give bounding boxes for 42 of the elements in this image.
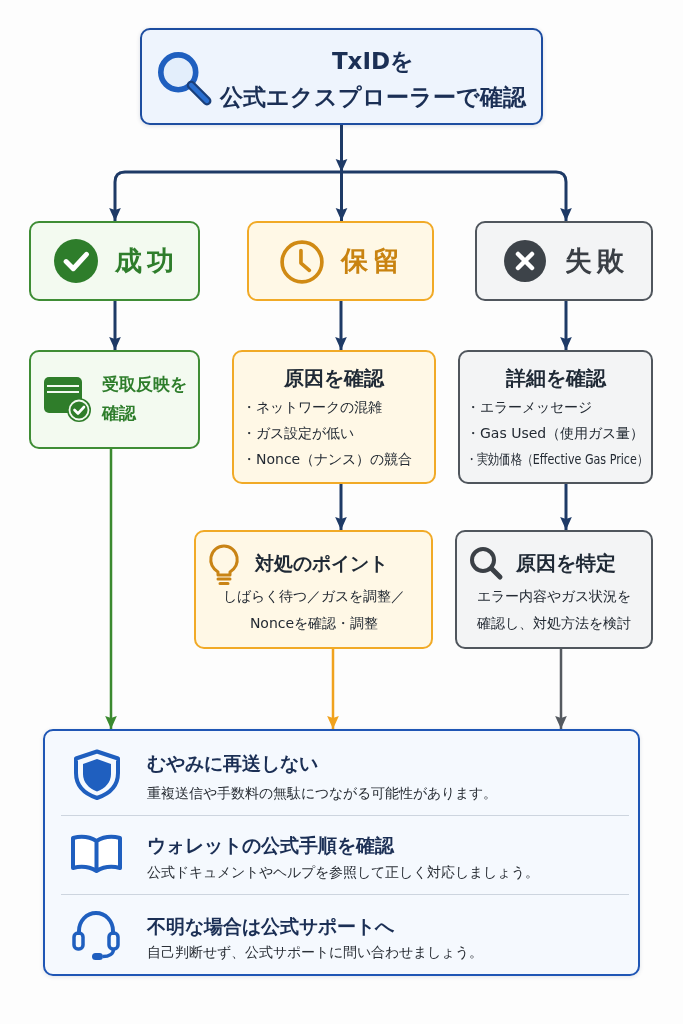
process-box [140, 28, 543, 125]
bullet-item: ・ネットワークの混雑 [242, 398, 382, 417]
status-box [475, 221, 653, 301]
bullet-item: ・エラーメッセージ [466, 398, 592, 417]
arrow [555, 649, 567, 729]
tip-heading: ウォレットの公式手順を確認 [147, 832, 394, 858]
description-text: しばらく待つ／ガスを調整／Nonceを確認・調整 [222, 587, 406, 633]
section-heading: 詳細を確認 [505, 365, 606, 392]
status-label: 保留 [341, 244, 405, 278]
tip-heading: 不明な場合は公式サポートへ [147, 913, 394, 939]
arrow [327, 649, 339, 729]
tip-text: 自己判断せず、公式サポートに問い合わせましょう。 [147, 942, 483, 962]
section-heading: 原因を特定 [516, 550, 616, 577]
status-box [247, 221, 434, 301]
process-box [29, 350, 200, 449]
tips-panel [43, 729, 640, 976]
bullet-item: ・実効価格（Effective Gas Price） [466, 450, 648, 469]
section-heading: 原因を確認 [284, 365, 384, 392]
tip-heading: むやみに再送しない [147, 750, 318, 776]
bullet-item: ・Nonce（ナンス）の競合 [242, 450, 413, 469]
arrow [335, 484, 347, 530]
process-box [194, 530, 433, 649]
tip-text: 重複送信や手数料の無駄につながる可能性があります。 [147, 783, 497, 803]
step-text: 受取反映を確認 [102, 373, 188, 425]
bullet-item: ・Gas Used（使用ガス量） [466, 424, 645, 443]
tip-text: 公式ドキュメントやヘルプを参照して正しく対応しましょう。 [147, 862, 539, 882]
arrow [335, 301, 347, 350]
section-heading: 対処のポイント [255, 551, 388, 576]
arrow [560, 301, 572, 350]
process-box [458, 350, 653, 484]
step-title: TxIDを公式エクスプローラーで確認 [220, 47, 526, 112]
arrow [340, 125, 572, 221]
status-box [29, 221, 200, 301]
description-text: エラー内容やガス状況を確認し、対処方法を検討 [476, 587, 632, 633]
arrow [560, 484, 572, 530]
process-box [455, 530, 653, 649]
arrow [109, 301, 121, 350]
status-label: 失敗 [565, 244, 629, 278]
bullet-item: ・ガス設定が低い [242, 424, 354, 443]
arrow [105, 449, 117, 729]
process-box [232, 350, 436, 484]
status-label: 成功 [115, 244, 179, 278]
